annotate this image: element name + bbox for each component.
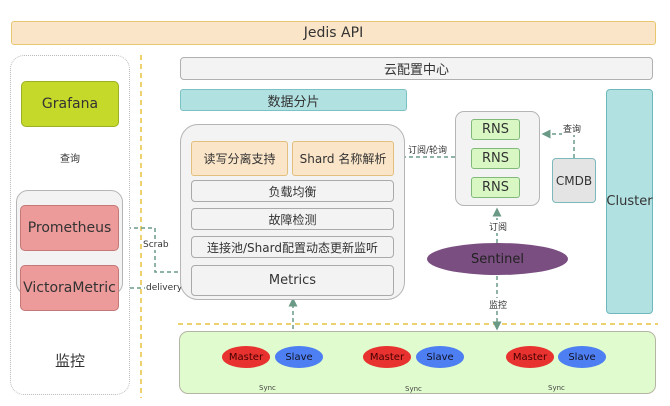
grafana-node[interactable]: Grafana bbox=[21, 81, 119, 127]
subscribe-poll-edge-label: 订阅/轮询 bbox=[407, 143, 449, 156]
master-node[interactable]: Master bbox=[363, 346, 411, 368]
slave-node[interactable]: Slave bbox=[275, 346, 323, 368]
query-edge-label: 查询 bbox=[55, 150, 85, 165]
data-sharding-header: 数据分片 bbox=[180, 89, 407, 111]
cmdb-query-edge-label: 查询 bbox=[562, 122, 583, 135]
load-balance-feature[interactable]: 负载均衡 bbox=[191, 180, 394, 202]
rns-node[interactable]: RNS bbox=[471, 148, 520, 169]
cluster-node[interactable]: Cluster bbox=[606, 89, 653, 314]
prometheus-node[interactable]: Prometheus bbox=[20, 205, 119, 251]
rns-node[interactable]: RNS bbox=[471, 119, 520, 140]
victoriametric-node[interactable]: VictoraMetric bbox=[20, 265, 119, 311]
master-node[interactable]: Master bbox=[222, 346, 270, 368]
rns-node[interactable]: RNS bbox=[471, 177, 520, 198]
slave-node[interactable]: Slave bbox=[558, 346, 606, 368]
shard-name-resolution-feature[interactable]: Shard 名称解析 bbox=[292, 141, 394, 176]
sync-label: Sync bbox=[548, 384, 565, 392]
monitoring-title: 监控 bbox=[54, 351, 85, 370]
edge-scrab bbox=[120, 227, 190, 277]
fault-detection-feature[interactable]: 故障检测 bbox=[191, 208, 394, 230]
slave-node[interactable]: Slave bbox=[416, 346, 464, 368]
sentinel-node[interactable]: Sentinel bbox=[427, 243, 568, 275]
rw-split-feature[interactable]: 读写分离支持 bbox=[191, 141, 288, 176]
master-node[interactable]: Master bbox=[506, 346, 554, 368]
sync-label: Sync bbox=[259, 384, 276, 392]
monitor-edge-label: 监控 bbox=[488, 298, 509, 311]
sync-label: Sync bbox=[405, 385, 422, 393]
cloud-config-center[interactable]: 云配置中心 bbox=[180, 57, 653, 80]
delivery-edge-label: delivery bbox=[145, 283, 184, 293]
cmdb-node[interactable]: CMDB bbox=[552, 158, 596, 203]
edge-cmdb-rns bbox=[541, 129, 575, 158]
jedis-api-bar: Jedis API bbox=[11, 21, 656, 45]
pool-config-listen-feature[interactable]: 连接池/Shard配置动态更新监听 bbox=[191, 236, 394, 258]
scrab-edge-label: Scrab bbox=[142, 240, 170, 250]
metrics-feature[interactable]: Metrics bbox=[191, 265, 394, 296]
subscribe-edge-label: 订阅 bbox=[488, 220, 509, 233]
